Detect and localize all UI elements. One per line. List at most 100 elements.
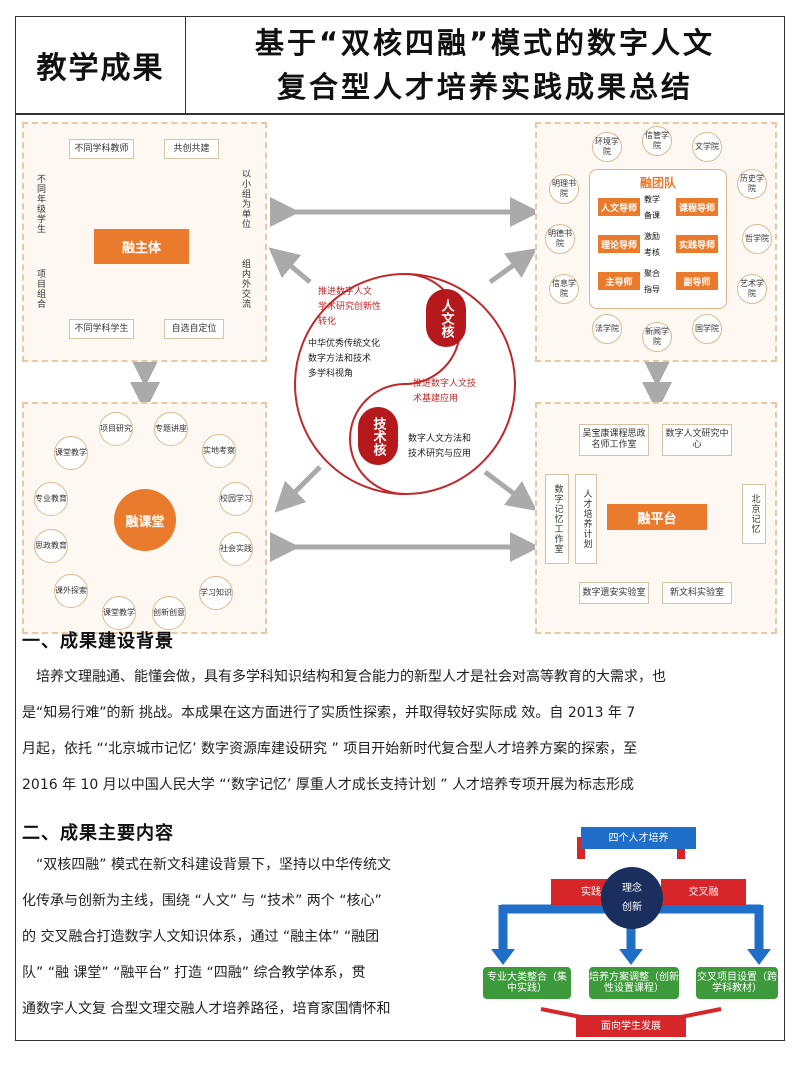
diag-center-2: 创新 bbox=[622, 902, 642, 913]
college-7: 国学院 bbox=[692, 314, 722, 344]
role-r1: 课程导师 bbox=[676, 198, 718, 216]
college-1: 环境学院 bbox=[592, 132, 622, 162]
tr1-2: 转化 bbox=[318, 317, 337, 327]
role-r3: 副导师 bbox=[676, 272, 718, 290]
platform-left-text: 数字记忆工作室 bbox=[552, 484, 563, 554]
tr1-1: 学术研究创新性 bbox=[318, 302, 382, 312]
s1-line-3: 月起，依托 “‘北京城市记忆’ 数字资源库建设研究 ” 项目开始新时代复合型人才… bbox=[22, 741, 638, 757]
page-frame: 教学成果 基于“双核四融”模式的数字人文 复合型人才培养实践成果总结 不同学科教… bbox=[15, 16, 785, 1041]
class-3: 实地考察 bbox=[202, 434, 236, 468]
class-11: 专业教育 bbox=[34, 482, 68, 516]
header-tag: 教学成果 bbox=[16, 17, 186, 113]
platform-top2: 数字人文研究中心 bbox=[662, 424, 732, 456]
label-grades: 不同年级学生 bbox=[35, 174, 45, 234]
core-renwen: 人文核 bbox=[426, 289, 466, 347]
panel-rong-zhuti: 不同学科教师 共创共建 融主体 不同年级学生 项目组合 以小组为单位 组内外交流… bbox=[22, 122, 267, 362]
college-8: 新闻学院 bbox=[642, 322, 672, 352]
role-l1: 人文导师 bbox=[598, 198, 640, 216]
diag-bottom: 面向学生发展 bbox=[576, 1015, 686, 1037]
platform-right: 北京记忆 bbox=[742, 484, 766, 544]
college-9: 法学院 bbox=[592, 314, 622, 344]
diag-green-1: 专业大类整合（集中实践） bbox=[483, 967, 571, 999]
tb2-1: 技术研究与应用 bbox=[408, 449, 472, 459]
section2-body: “双核四融” 模式在新文科建设背景下，坚持以中华传统文 化传承与创新为主线，围绕… bbox=[22, 847, 467, 1027]
role-m1: 教学 bbox=[644, 195, 660, 204]
platform-left2-text: 人才培养计划 bbox=[581, 489, 592, 549]
label-projects: 项目组合 bbox=[35, 269, 45, 309]
role-l2: 理论导师 bbox=[598, 235, 640, 253]
class-2: 专题讲座 bbox=[154, 412, 188, 446]
rong-ketang-center: 融课堂 bbox=[114, 489, 176, 551]
class-10: 思政教育 bbox=[34, 529, 68, 563]
training-diagram: 四个人才培养 实践 交叉融 理念 创新 专业大类整合（集中实践） 培养方案调整（… bbox=[481, 809, 778, 1039]
class-4: 校园学习 bbox=[219, 482, 253, 516]
college-4: 历史学院 bbox=[737, 169, 767, 199]
platform-right-text: 北京记忆 bbox=[749, 494, 760, 534]
panel-rong-ketang: 融课堂 项目研究 专题讲座 实地考察 校园学习 社会实践 学习知识 创新创意 课… bbox=[22, 402, 267, 634]
diag-green-3: 交叉项目设置（跨学科教材） bbox=[696, 967, 778, 999]
tr1-0: 推进数字人文 bbox=[318, 287, 373, 297]
s2-line-5: 通数字人文复 合型文理交融人才培养路径，培育家国情怀和 bbox=[22, 1001, 391, 1017]
college-6: 艺术学院 bbox=[737, 274, 767, 304]
platform-bottom2: 新文科实验室 bbox=[662, 582, 732, 604]
core-jishu: 技术核 bbox=[358, 407, 398, 465]
title-line-1: 基于“双核四融”模式的数字人文 bbox=[254, 26, 716, 60]
text-black-2: 数字人文方法和 技术研究与应用 bbox=[408, 432, 471, 462]
box-teachers: 不同学科教师 bbox=[69, 139, 134, 159]
box-self-position: 自选自定位 bbox=[164, 319, 224, 339]
section2-heading: 二、成果主要内容 bbox=[22, 823, 174, 844]
college-11: 明德书院 bbox=[545, 224, 575, 254]
diag-right-red: 交叉融 bbox=[661, 879, 746, 905]
tr2-0: 推进数字人文技 bbox=[413, 379, 477, 389]
diag-green-2: 培养方案调整（创新性设置课程） bbox=[589, 967, 679, 999]
figure-arrows bbox=[130, 197, 672, 562]
page-title: 基于“双核四融”模式的数字人文 复合型人才培养实践成果总结 bbox=[186, 17, 784, 113]
diag-center-1: 理念 bbox=[622, 883, 642, 894]
label-exchange: 组内外交流 bbox=[240, 259, 250, 309]
role-m2: 激励 bbox=[644, 232, 660, 241]
title-line-2: 复合型人才培养实践成果总结 bbox=[276, 70, 693, 104]
role-m2b: 考核 bbox=[644, 248, 660, 257]
s2-line-2: 化传承与创新为主线，围绕 “人文” 与 “技术” 两个 “核心” bbox=[22, 893, 382, 909]
role-m3: 聚合 bbox=[644, 269, 660, 278]
class-1: 项目研究 bbox=[99, 412, 133, 446]
role-m1b: 备课 bbox=[644, 211, 660, 220]
tr2-1: 术基建应用 bbox=[413, 394, 459, 404]
text-red-2: 推进数字人文技 术基建应用 bbox=[413, 377, 476, 407]
box-co-create: 共创共建 bbox=[164, 139, 219, 159]
rong-zhuti-center: 融主体 bbox=[94, 229, 189, 264]
model-figure: 不同学科教师 共创共建 融主体 不同年级学生 项目组合 以小组为单位 组内外交流… bbox=[20, 117, 781, 637]
s1-line-4: 2016 年 10 月以中国人民大学 “‘数字记忆’ 厚重人才成长支持计划 ” … bbox=[22, 777, 634, 793]
college-10: 信息学院 bbox=[549, 274, 579, 304]
tb1-2: 多学科视角 bbox=[308, 369, 354, 379]
team-core: 融团队 人文导师 理论导师 主导师 课程导师 实践导师 副导师 教学 备课 激励… bbox=[589, 169, 727, 309]
role-m3b: 指导 bbox=[644, 285, 660, 294]
college-3: 文学院 bbox=[692, 132, 722, 162]
college-12: 明理书院 bbox=[549, 174, 579, 204]
class-12: 课堂教学 bbox=[54, 436, 88, 470]
platform-top1: 吴宝康课程思政名师工作室 bbox=[579, 424, 649, 456]
rong-tuandui-title: 融团队 bbox=[639, 176, 676, 190]
text-black-1: 中华优秀传统文化 数字方法和技术 多学科视角 bbox=[308, 337, 380, 382]
class-6: 学习知识 bbox=[199, 576, 233, 610]
rong-pingtai-center: 融平台 bbox=[607, 504, 707, 530]
class-9: 课外探索 bbox=[54, 574, 88, 608]
label-groups: 以小组为单位 bbox=[240, 169, 250, 229]
platform-bottom1: 数字遗安实验室 bbox=[579, 582, 649, 604]
platform-left2: 人才培养计划 bbox=[575, 474, 597, 564]
s2-line-4: 队” “融 课堂” “融平台” 打造 “四融” 综合教学体系，贯 bbox=[22, 965, 366, 981]
role-l3: 主导师 bbox=[598, 272, 640, 290]
tb1-1: 数字方法和技术 bbox=[308, 354, 372, 364]
text-red-1: 推进数字人文 学术研究创新性 转化 bbox=[318, 285, 381, 330]
platform-left: 数字记忆工作室 bbox=[545, 474, 569, 564]
panel-rong-tuandui: 环境学院 信管学院 文学院 历史学院 哲学院 艺术学院 国学院 新闻学院 法学院… bbox=[535, 122, 777, 362]
class-5: 社会实践 bbox=[219, 532, 253, 566]
section1-body: 培养文理融通、能懂会做，具有多学科知识结构和复合能力的新型人才是社会对高等教育的… bbox=[22, 659, 778, 803]
taiji-core: 人文核 技术核 推进数字人文 学术研究创新性 转化 中华优秀传统文化 数字方法和… bbox=[288, 267, 523, 502]
s2-line-3: 的 交叉融合打造数字人文知识体系，通过 “融主体” “融团 bbox=[22, 929, 380, 945]
role-r2: 实践导师 bbox=[676, 235, 718, 253]
s2-line-1: “双核四融” 模式在新文科建设背景下，坚持以中华传统文 bbox=[36, 857, 391, 873]
class-8: 课堂教学 bbox=[102, 596, 136, 630]
header-divider bbox=[16, 113, 784, 115]
college-2: 信管学院 bbox=[642, 126, 672, 156]
